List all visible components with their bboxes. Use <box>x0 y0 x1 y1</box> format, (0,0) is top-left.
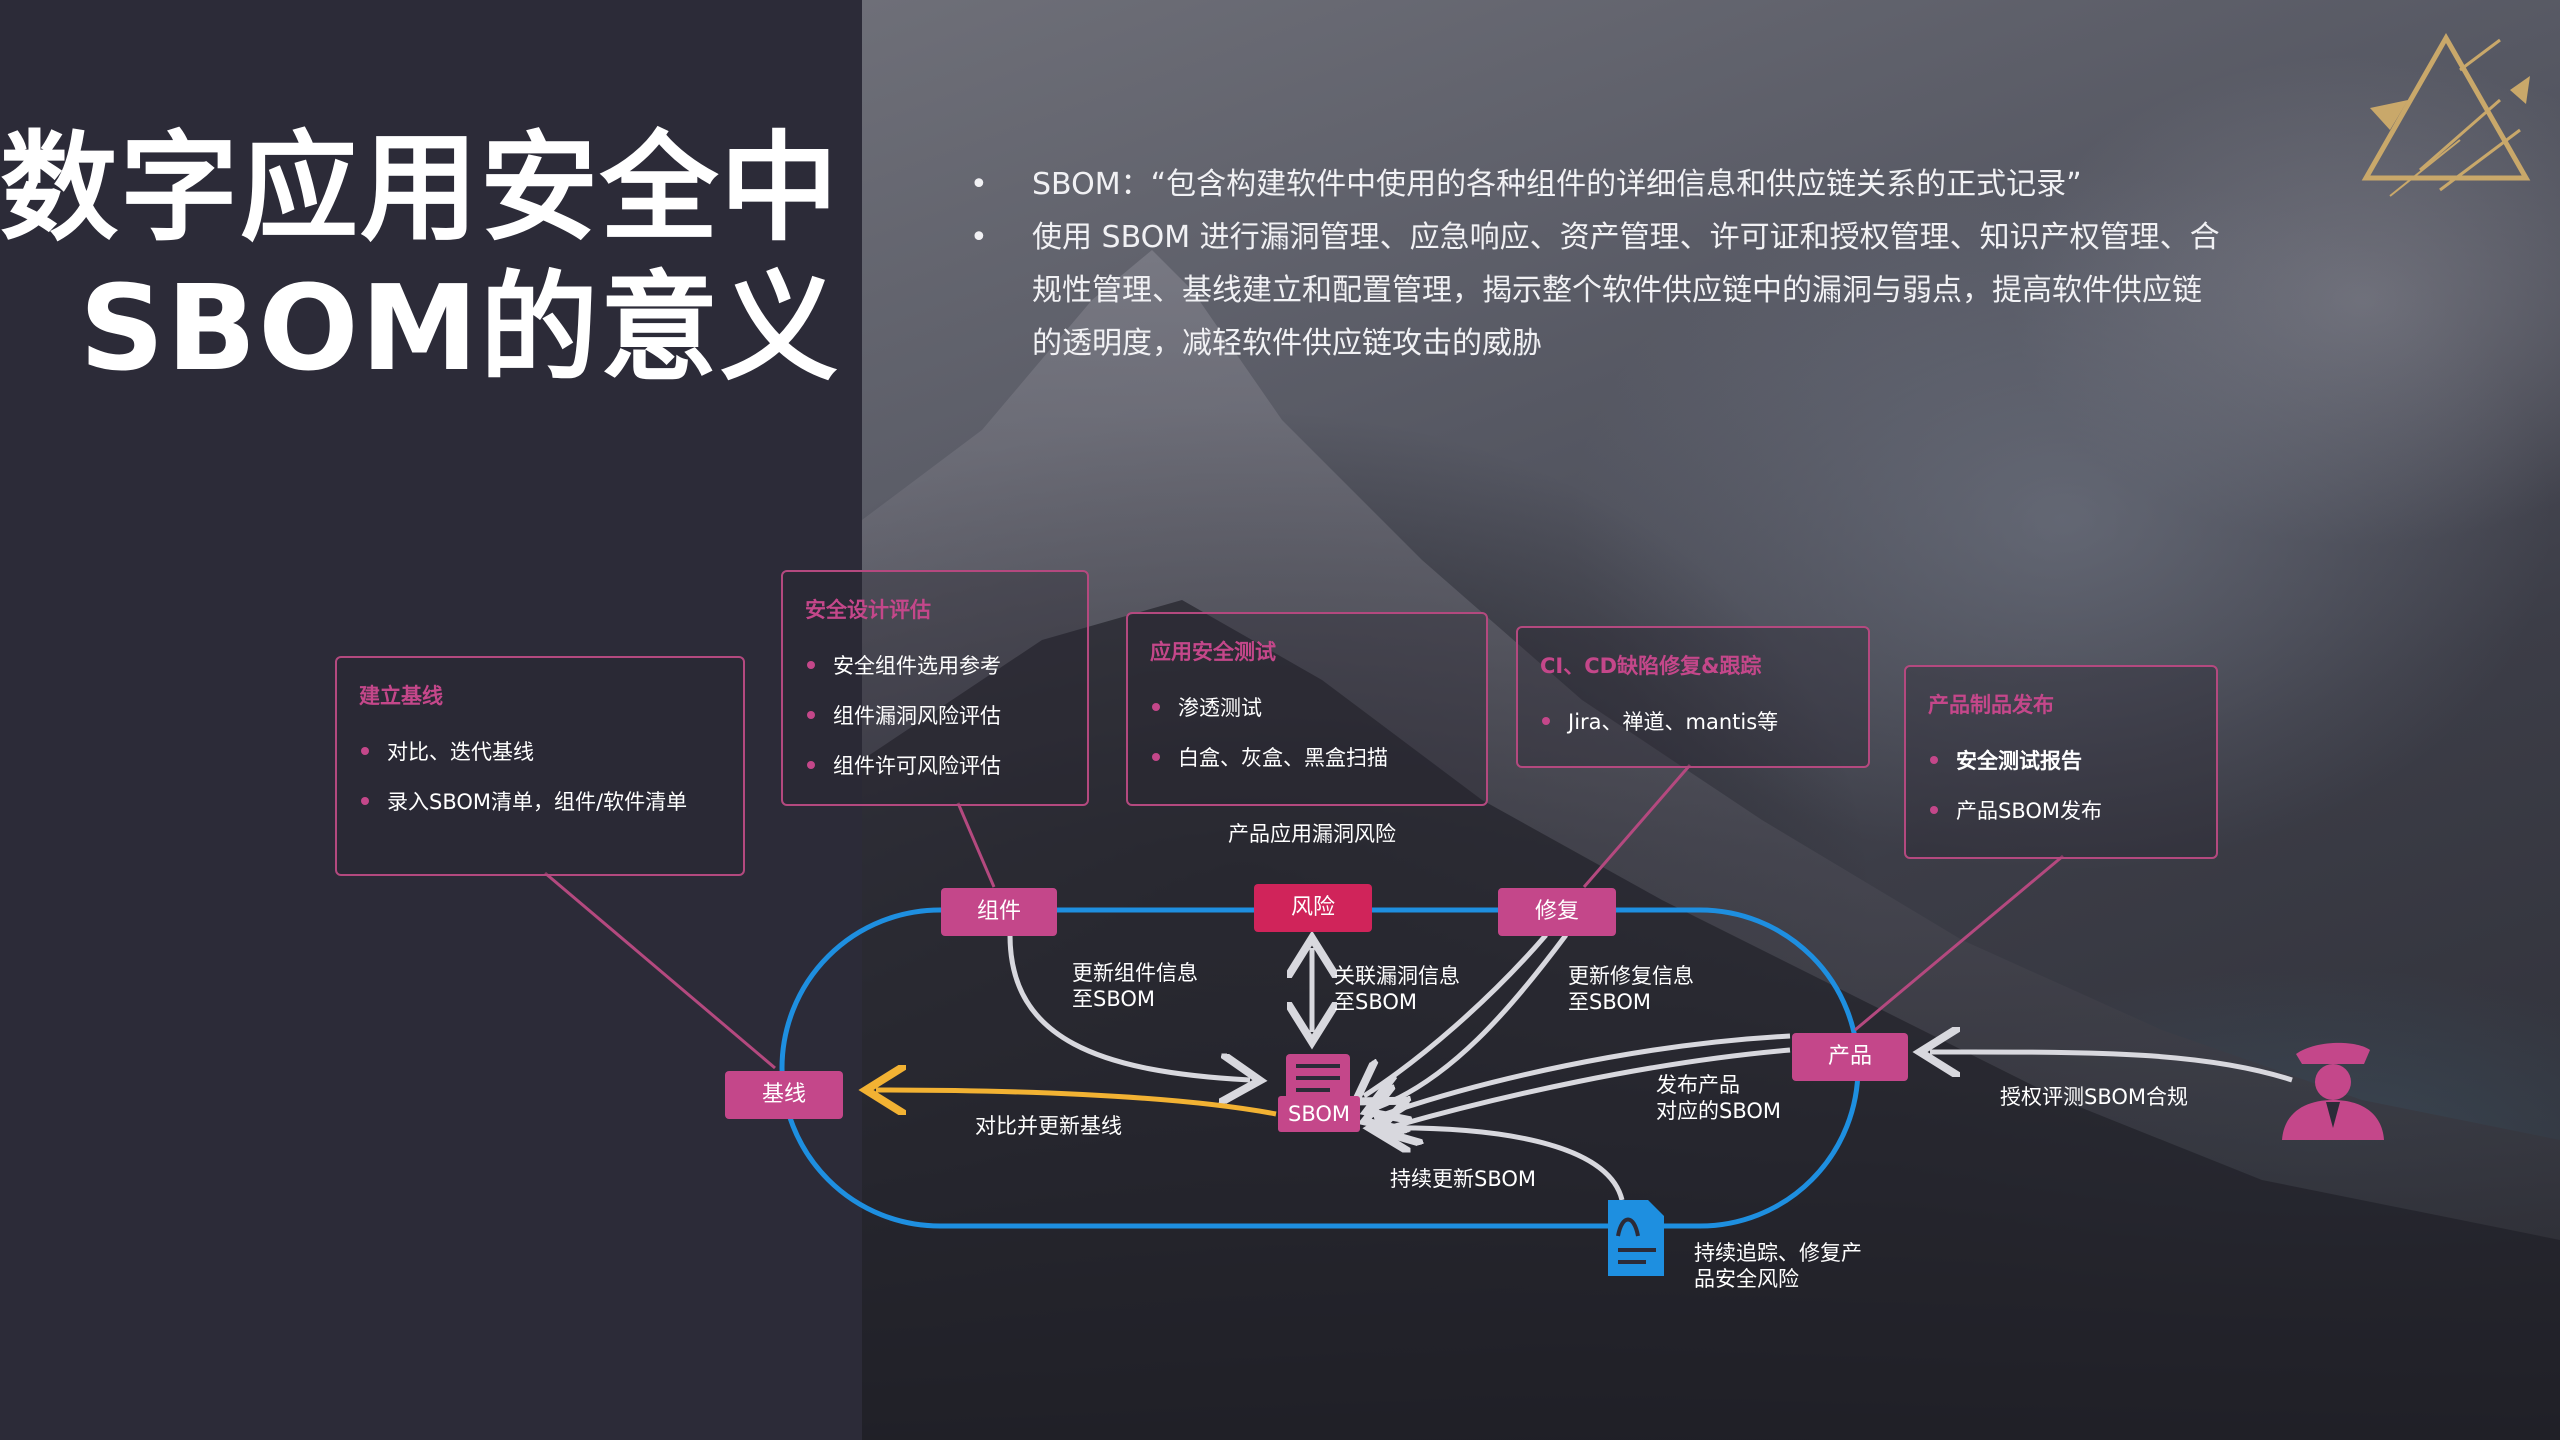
card-item: 录入SBOM清单，组件/软件清单 <box>361 786 687 816</box>
bullet-text: SBOM：“包含构建软件中使用的各种组件的详细信息和供应链关系的正式记录” <box>1032 167 2082 202</box>
node-product: 产品 <box>1792 1033 1908 1081</box>
card-item: 渗透测试 <box>1152 692 1262 722</box>
label-compare-baseline: 对比并更新基线 <box>975 1114 1122 1138</box>
arrows <box>876 935 2293 1201</box>
card-title: 应用安全测试 <box>1150 640 1276 664</box>
label-publish-sbom: 发布产品对应的SBOM <box>1656 1073 1782 1123</box>
card-item: 白盒、灰盒、黑盒扫描 <box>1152 742 1388 772</box>
label-link-vuln: 关联漏洞信息至SBOM <box>1334 964 1460 1014</box>
label-continuous-track: 持续追踪、修复产品安全风险 <box>1694 1241 1862 1291</box>
card-item: 产品SBOM发布 <box>1930 795 2102 825</box>
card-app-security-test: 应用安全测试 渗透测试 白盒、灰盒、黑盒扫描 <box>1126 612 1488 806</box>
card-baseline: 建立基线 对比、迭代基线 录入SBOM清单，组件/软件清单 <box>335 656 745 876</box>
node-baseline: 基线 <box>725 1071 843 1119</box>
card-product-release: 产品制品发布 安全测试报告 产品SBOM发布 <box>1904 665 2218 859</box>
title-line-1: 数字应用安全中 <box>0 119 840 257</box>
left-panel-background <box>0 0 862 1440</box>
connector-lines <box>544 764 2064 1070</box>
label-authorize-compliance: 授权评测SBOM合规 <box>2000 1085 2189 1109</box>
label-product-vuln-risk: 产品应用漏洞风险 <box>1228 822 1396 846</box>
card-title: CI、CD缺陷修复&跟踪 <box>1540 654 1762 678</box>
card-item: 对比、迭代基线 <box>361 736 534 766</box>
node-sbom: SBOM <box>1278 1096 1360 1132</box>
card-item: 组件漏洞风险评估 <box>807 700 1001 730</box>
title-line-2: SBOM的意义 <box>79 259 840 397</box>
description-bullets: •SBOM：“包含构建软件中使用的各种组件的详细信息和供应链关系的正式记录” •… <box>968 158 2228 370</box>
card-title: 建立基线 <box>359 684 443 708</box>
label-update-fix: 更新修复信息至SBOM <box>1568 964 1694 1014</box>
card-item: Jira、禅道、mantis等 <box>1542 706 1778 736</box>
auditor-person-icon <box>2282 1042 2384 1140</box>
mountain-silhouette <box>862 250 2560 1440</box>
bullet-text: 使用 SBOM 进行漏洞管理、应急响应、资产管理、许可证和授权管理、知识产权管理… <box>1032 220 2220 361</box>
report-document-icon <box>1608 1200 1664 1276</box>
card-ci-cd: CI、CD缺陷修复&跟踪 Jira、禅道、mantis等 <box>1516 626 1870 768</box>
bullet-item: •SBOM：“包含构建软件中使用的各种组件的详细信息和供应链关系的正式记录” <box>970 167 2082 202</box>
bullet-item: •使用 SBOM 进行漏洞管理、应急响应、资产管理、许可证和授权管理、知识产权管… <box>970 220 2220 361</box>
node-risk: 风险 <box>1254 884 1372 932</box>
card-title: 产品制品发布 <box>1928 693 2054 717</box>
card-item: 安全组件选用参考 <box>807 650 1001 680</box>
label-update-component: 更新组件信息至SBOM <box>1072 961 1198 1011</box>
card-item: 组件许可风险评估 <box>807 750 1001 780</box>
node-fix: 修复 <box>1498 888 1616 936</box>
card-design-assessment: 安全设计评估 安全组件选用参考 组件漏洞风险评估 组件许可风险评估 <box>781 570 1089 806</box>
sbom-document-icon <box>1286 1054 1350 1102</box>
card-title: 安全设计评估 <box>805 598 931 622</box>
page-title: 数字应用安全中 SBOM的意义 <box>0 118 840 398</box>
label-continuous-update: 持续更新SBOM <box>1390 1167 1537 1191</box>
triangle-logo-icon <box>2361 32 2531 197</box>
node-component: 组件 <box>941 888 1057 936</box>
card-item: 安全测试报告 <box>1930 745 2082 775</box>
